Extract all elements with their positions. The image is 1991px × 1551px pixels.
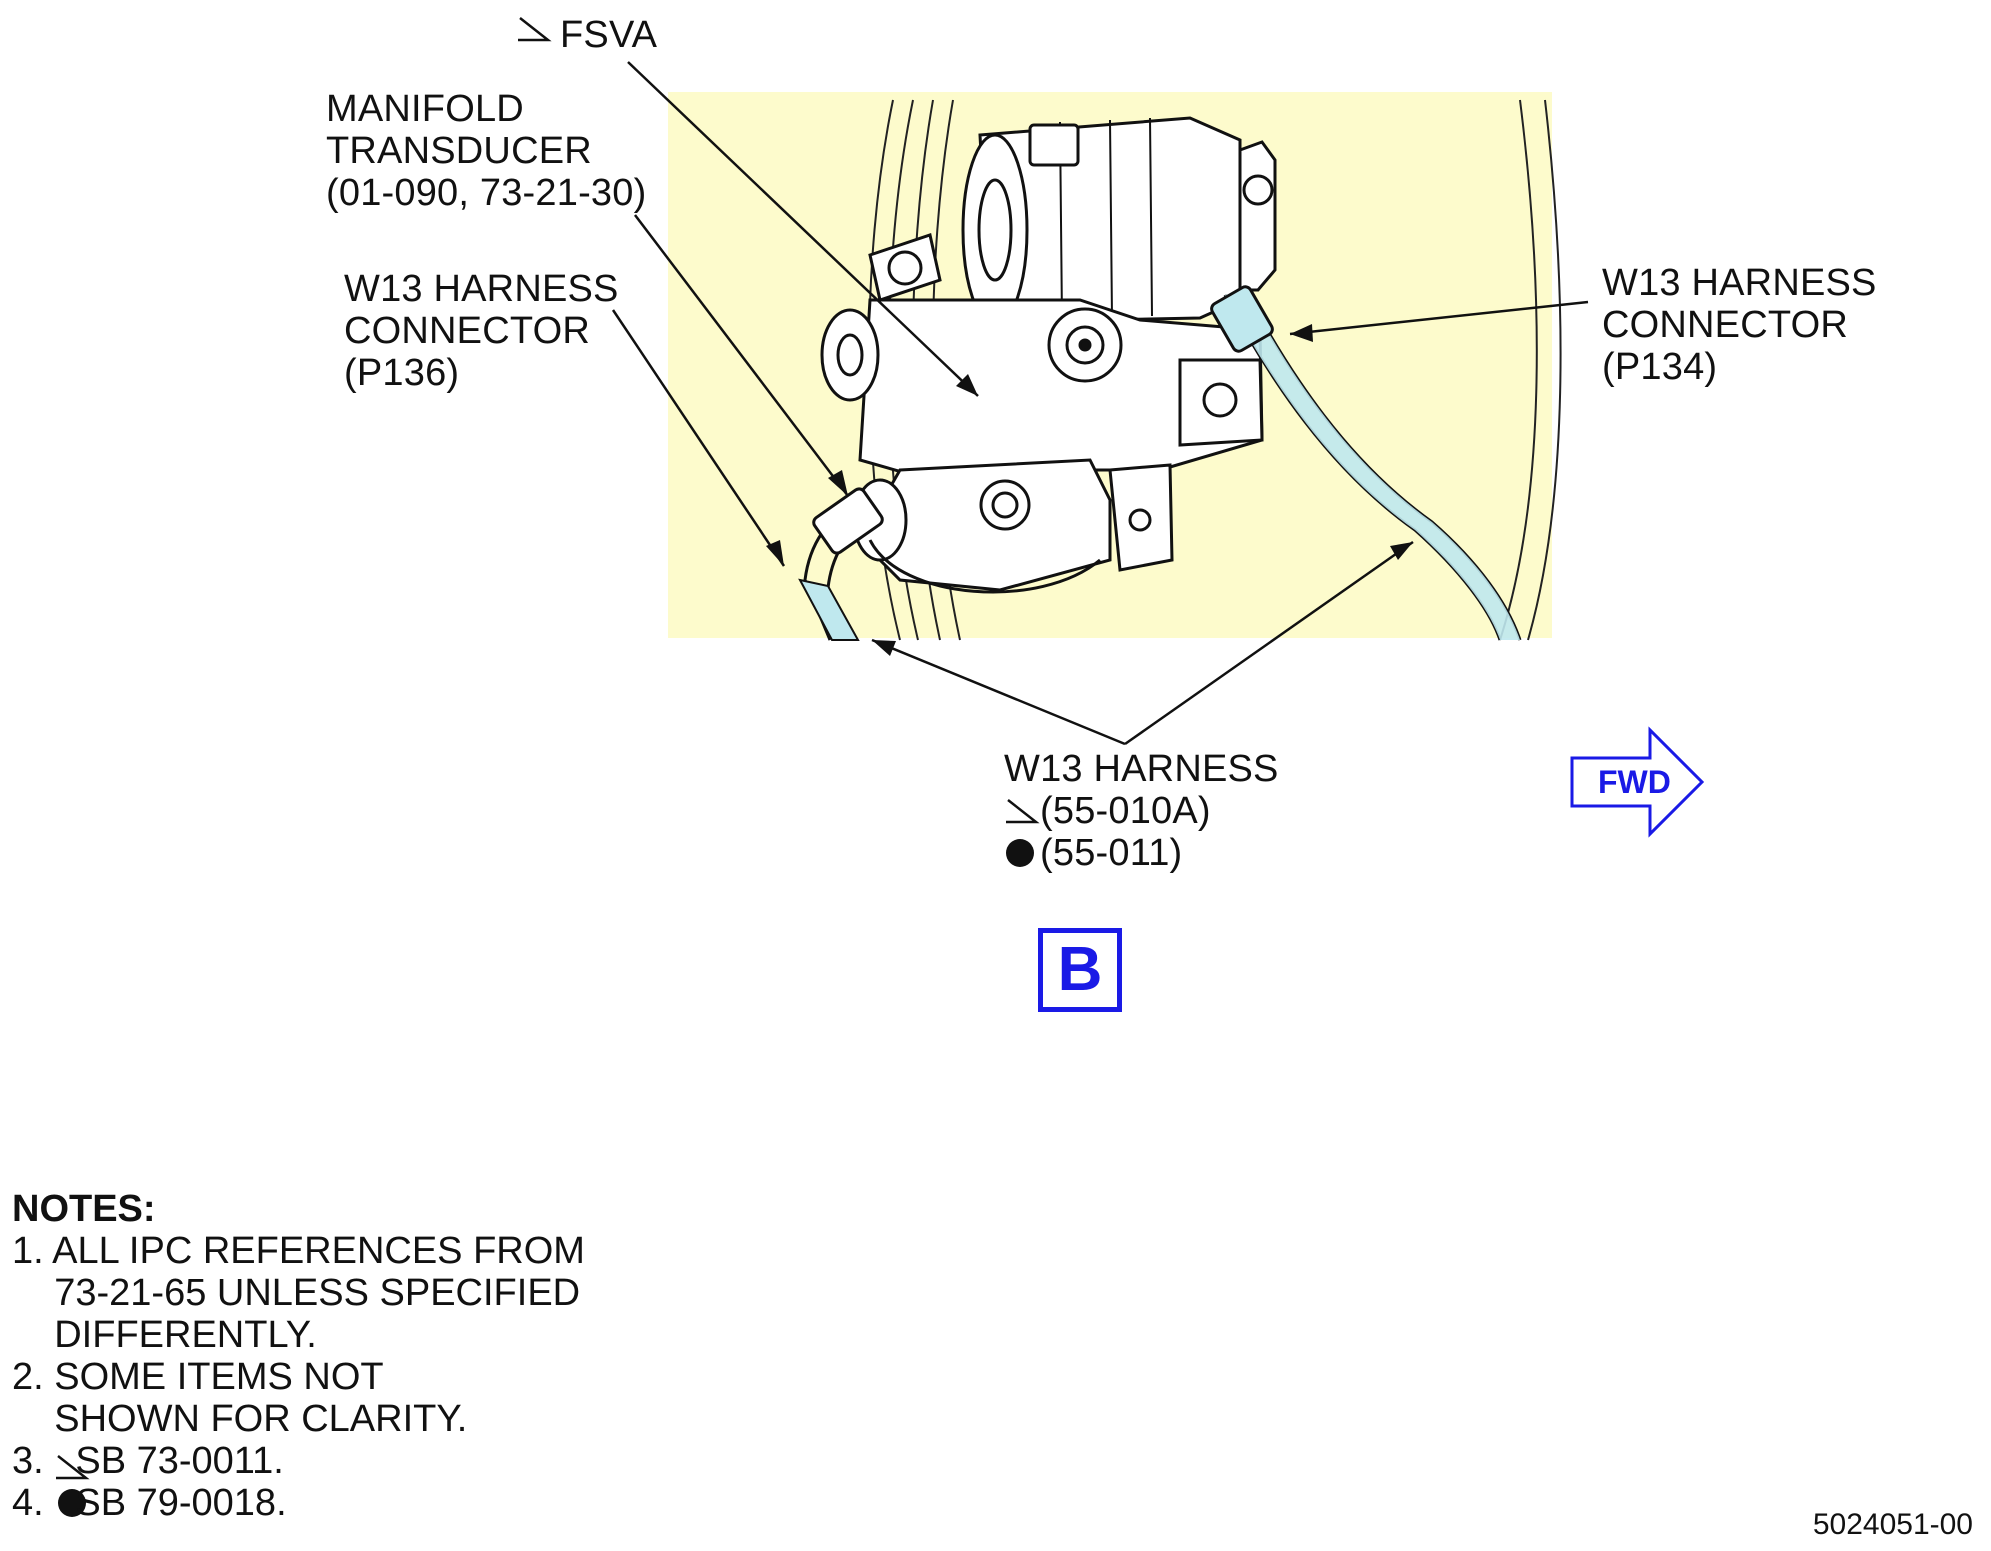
leader-p136 [611, 309, 786, 567]
sb-triangle-icon [1006, 799, 1040, 824]
leader-arrowheads [766, 324, 1413, 656]
label-w13-p136: W13 HARNESS CONNECTOR (P136) [344, 268, 619, 394]
note-2: 2. SOME ITEMS NOT SHOWN FOR CLARITY. [12, 1356, 468, 1440]
sb-dot-icon [1006, 839, 1034, 867]
connector-p134 [1210, 285, 1274, 353]
connector-p136 [812, 487, 884, 555]
harness-cable-left-fill [798, 578, 860, 641]
notes-title: NOTES: [12, 1188, 156, 1230]
label-w13-ref-sb73: (55-010A) [1040, 790, 1211, 832]
fsva-assembly [820, 116, 1277, 594]
note-1: 1. ALL IPC REFERENCES FROM 73-21-65 UNLE… [12, 1230, 585, 1356]
note-3: 3. SB 73-0011. [12, 1440, 284, 1482]
sb-triangle-icon [518, 17, 552, 42]
sb-dot-icon [58, 1489, 86, 1517]
leader-harness-left [871, 638, 1126, 746]
note-4: 4. SB 79-0018. [12, 1482, 287, 1524]
harness-cable-right-fill [1225, 290, 1520, 640]
fwd-label: FWD [1598, 764, 1671, 800]
leader-harness-right [1124, 540, 1414, 746]
notes-section: NOTES: 1. ALL IPC REFERENCES FROM 73-21-… [12, 1188, 585, 1524]
leader-lines [611, 61, 1589, 746]
label-w13-ref-sb79: (55-011) [1040, 832, 1183, 874]
leader-p134 [1289, 300, 1589, 336]
view-label-b: B [1038, 928, 1122, 1012]
sb-triangle-icon [56, 1455, 90, 1480]
document-id: 5024051-00 [1812, 1508, 1973, 1541]
label-w13-p134: W13 HARNESS CONNECTOR (P134) [1602, 262, 1877, 388]
fwd-arrow-icon [1570, 726, 1705, 838]
leader-fsva [627, 61, 979, 397]
label-w13-harness: W13 HARNESS [1004, 748, 1279, 790]
label-manifold-transducer: MANIFOLD TRANSDUCER (01-090, 73-21-30) [326, 88, 647, 214]
leader-manifold-transducer [634, 214, 849, 497]
label-fsva: FSVA [560, 14, 658, 56]
